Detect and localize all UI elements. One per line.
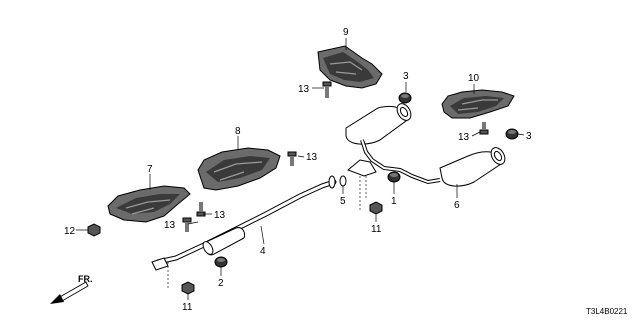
- callout-7: 7: [147, 164, 153, 175]
- callout-3: 3: [526, 131, 532, 142]
- gasket: [339, 175, 347, 187]
- heat-shield-right: [441, 89, 515, 119]
- rubber-mount: [214, 92, 519, 268]
- nut: [87, 201, 383, 295]
- callout-12: 12: [64, 226, 76, 237]
- callout-13: 13: [164, 220, 176, 231]
- callout-13: 13: [458, 132, 470, 143]
- callout-2: 2: [218, 278, 224, 289]
- callout-4: 4: [260, 246, 266, 257]
- callout-13: 13: [214, 210, 226, 221]
- muffler-left: [345, 103, 441, 185]
- callout-11: 11: [371, 224, 382, 235]
- callout-13: 13: [306, 152, 318, 163]
- callout-5: 5: [340, 196, 346, 207]
- callout-10: 10: [468, 73, 480, 84]
- fr-label: FR.: [78, 274, 93, 284]
- front-direction-arrow: FR.: [50, 274, 93, 304]
- front-pipe: [151, 175, 337, 271]
- assembly-guide-lines: [167, 176, 367, 290]
- callout-11: 11: [182, 302, 193, 313]
- heat-shield-front: [107, 185, 191, 223]
- callout-labels: 9 3 13 10 13 3 8 13 7 5 1 6 12 13 13 4 1…: [64, 27, 532, 313]
- diagram-code: T3L4B0221: [586, 307, 628, 316]
- callout-8: 8: [235, 126, 241, 137]
- heat-shield-upper: [317, 45, 383, 89]
- center-silencer: [202, 227, 245, 256]
- callout-3: 3: [403, 71, 409, 82]
- callout-6: 6: [454, 200, 460, 211]
- callout-9: 9: [343, 27, 349, 38]
- bolt: [182, 81, 489, 232]
- muffler-right: [439, 147, 506, 187]
- callout-1: 1: [391, 196, 397, 207]
- callout-13: 13: [298, 84, 310, 95]
- heat-shield-mid: [197, 147, 281, 191]
- leader-lines: [76, 38, 525, 300]
